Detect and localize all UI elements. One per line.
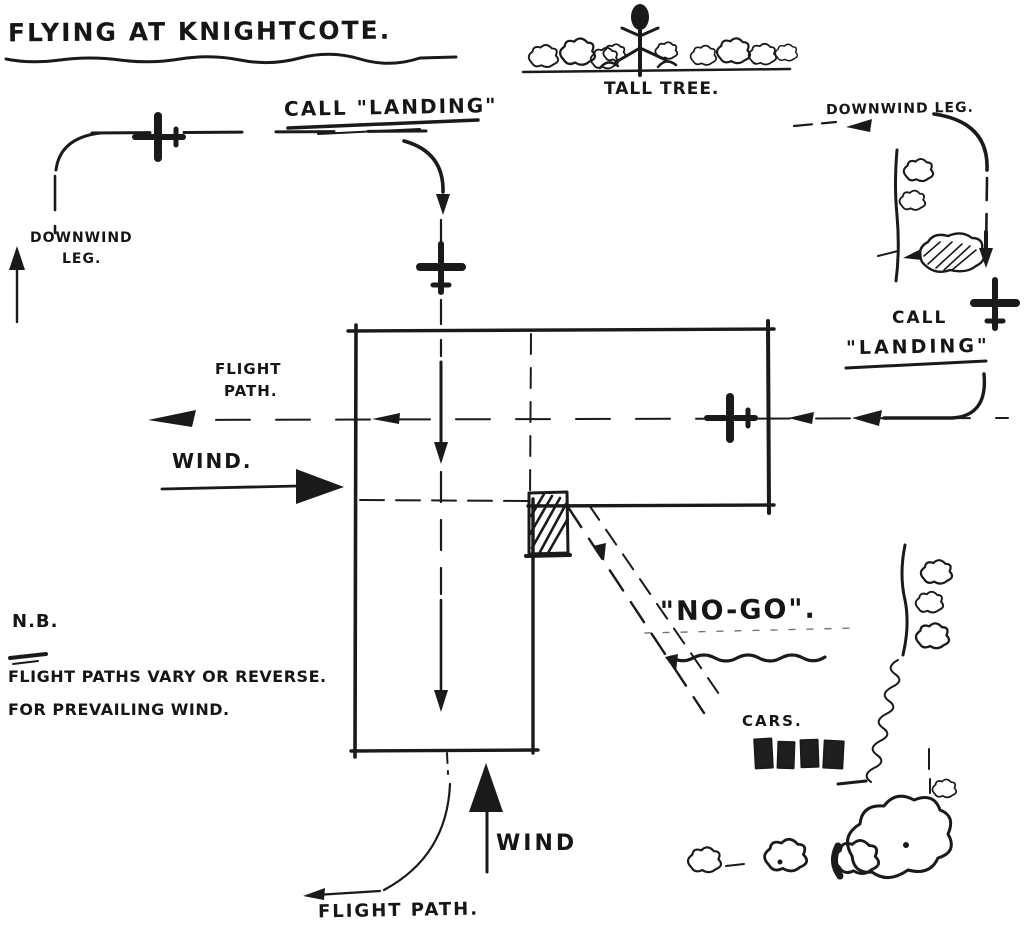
circuit-path-top-left [53, 129, 435, 235]
airplane-icon [135, 116, 183, 158]
hedge-right-top [877, 148, 935, 283]
car-icons [753, 737, 845, 770]
flight-path-line [148, 410, 1009, 427]
note-line-1: FLIGHT PATHS VARY OR REVERSE. [8, 667, 327, 686]
car-icon [753, 737, 774, 770]
cars-label: CARS. [742, 712, 803, 730]
flight-path-left-label-1: FLIGHT [215, 360, 282, 378]
flight-path-left-label-2: PATH. [224, 382, 278, 400]
pits-hatched-box [524, 490, 572, 558]
airplane-icon [420, 244, 462, 292]
hatched-tree-icon [903, 232, 986, 273]
note-line-2: FOR PREVAILING WIND. [8, 700, 230, 719]
airplane-icon [974, 280, 1016, 328]
wind-bottom-label: WIND [496, 831, 578, 856]
call-landing-top-label: CALL "LANDING" [283, 93, 498, 121]
downwind-leg-left-label-2: LEG. [62, 251, 102, 267]
call-landing-top-curve [286, 118, 480, 215]
landing-right-label: "LANDING" [845, 334, 991, 360]
title-underline [4, 52, 458, 65]
hedge-bottom-right [865, 543, 954, 794]
bush-cluster-bottom [686, 778, 958, 880]
call-right-label: CALL [892, 308, 948, 328]
field-outline [346, 319, 776, 759]
wind-left-label: WIND. [172, 449, 253, 473]
no-go-label: "NO-GO". [659, 593, 818, 628]
car-icon [822, 739, 845, 770]
downwind-leg-right-label: DOWNWIND LEG. [825, 99, 974, 119]
tall-tree-icon [521, 4, 792, 77]
airplane-icon [707, 397, 755, 439]
nb-label: N.B. [12, 611, 59, 632]
field-divider-dashed [359, 333, 532, 502]
car-icon [799, 738, 820, 769]
flight-path-bottom-curve [303, 752, 452, 900]
circuit-path-right [792, 112, 993, 420]
downwind-leg-left-label-1: DOWNWIND [30, 230, 133, 246]
car-icon [776, 740, 796, 770]
wind-arrow-up-icon [469, 763, 503, 874]
tall-tree-label: TALL TREE. [604, 79, 720, 99]
nb-underline [8, 652, 48, 665]
page-title: FLYING AT KNIGHTCOTE. [7, 15, 392, 48]
flight-path-bottom-label: FLIGHT PATH. [317, 898, 480, 923]
no-go-underline [644, 627, 858, 663]
wind-arrow-right-icon [160, 469, 344, 504]
downwind-arrow-up-left [9, 246, 25, 324]
